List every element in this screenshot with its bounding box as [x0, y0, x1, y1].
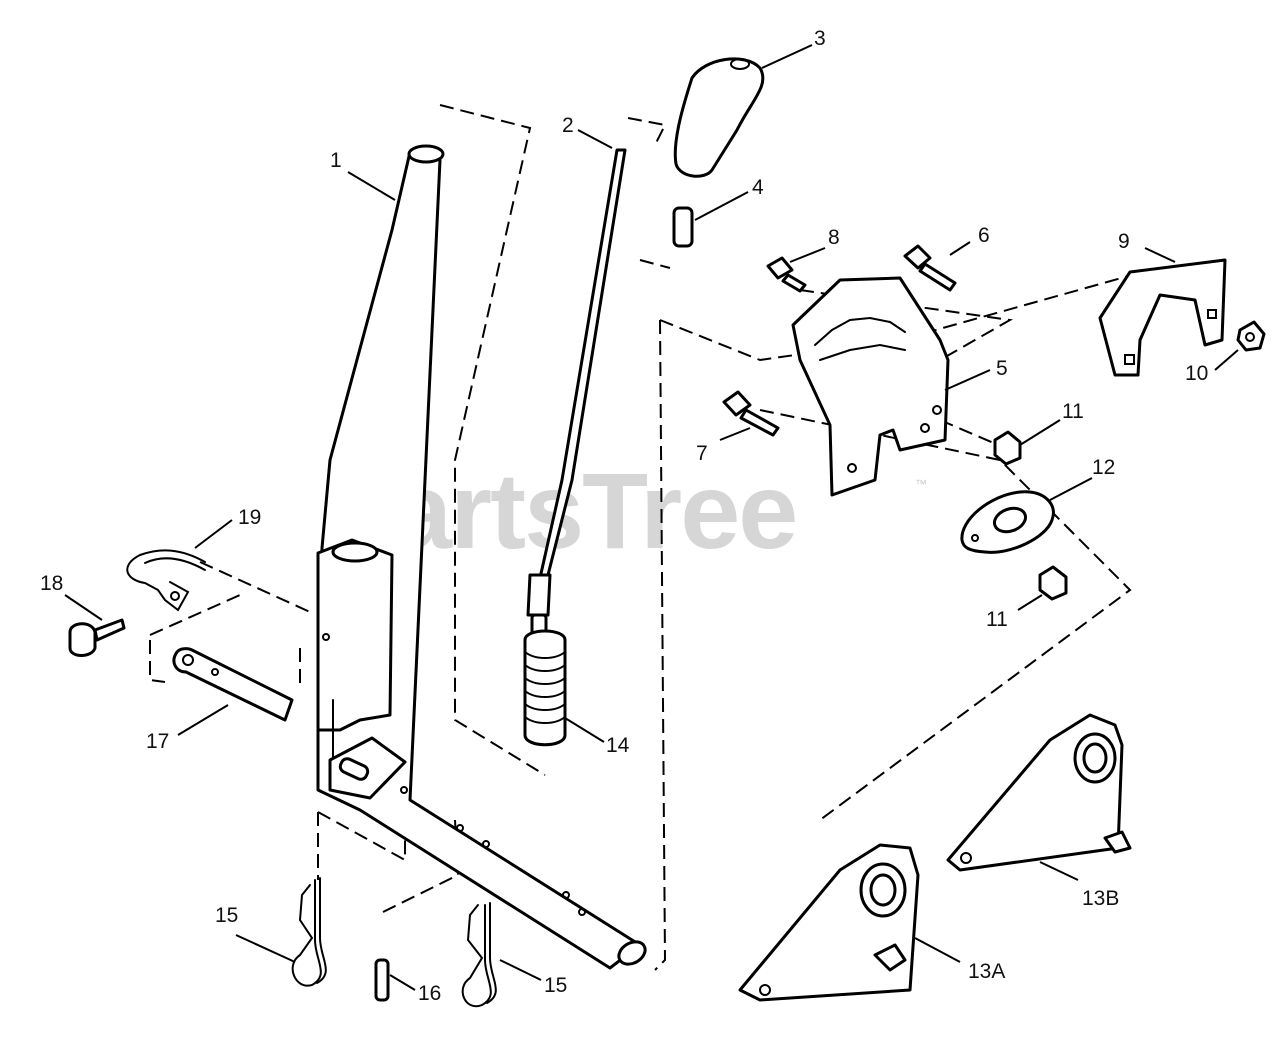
part-11-nut-lower — [1038, 565, 1068, 601]
callout-1: 1 — [330, 149, 342, 172]
part-11-nut-upper — [993, 430, 1022, 466]
part-13b-plate — [946, 713, 1132, 872]
part-7-bolt — [722, 390, 780, 437]
callout-15-left: 15 — [215, 904, 238, 927]
part-9-bracket — [1098, 258, 1227, 377]
callouts: 1 2 3 4 5 6 7 8 9 10 11 12 11 13B 13A 14… — [40, 27, 1208, 1005]
part-1-shift-lever — [316, 144, 647, 970]
callout-11-upper: 11 — [1062, 400, 1084, 423]
callout-12: 12 — [1092, 456, 1115, 479]
callout-14: 14 — [606, 734, 630, 757]
callout-9: 9 — [1118, 230, 1130, 253]
part-16-roll-pin — [374, 958, 390, 1002]
part-12-flange-bushing — [960, 490, 1055, 554]
part-8-bolt — [766, 256, 807, 293]
callout-4: 4 — [752, 176, 764, 199]
callout-18: 18 — [40, 572, 63, 595]
part-19-u-rod — [126, 549, 206, 612]
watermark-trademark: ™ — [915, 477, 927, 491]
part-18-screw — [68, 618, 126, 657]
callout-3: 3 — [814, 27, 826, 50]
leader-lines — [64, 44, 1239, 991]
part-14-spring — [523, 629, 567, 747]
callout-13a: 13A — [968, 960, 1005, 983]
part-5-gate-plate — [791, 276, 950, 497]
callout-2: 2 — [562, 114, 574, 137]
part-10-nut — [1236, 320, 1266, 352]
callout-11-lower: 11 — [986, 608, 1008, 631]
callout-8: 8 — [828, 226, 840, 249]
callout-5: 5 — [996, 357, 1008, 380]
callout-7: 7 — [696, 442, 708, 465]
callout-16: 16 — [418, 982, 441, 1005]
part-4-pin — [672, 206, 694, 248]
part-6-bolt — [903, 244, 957, 292]
callout-10: 10 — [1185, 362, 1208, 385]
part-3-knob — [673, 57, 765, 178]
callout-19: 19 — [238, 506, 261, 529]
callout-17: 17 — [146, 730, 169, 753]
callout-13b: 13B — [1082, 887, 1119, 910]
part-15-clip-right — [461, 902, 497, 1008]
part-13a-plate — [738, 843, 920, 1002]
part-15-clip-left — [291, 877, 327, 987]
callout-15-right: 15 — [544, 974, 567, 997]
callout-6: 6 — [978, 224, 990, 247]
part-17-link-bar — [172, 647, 294, 722]
